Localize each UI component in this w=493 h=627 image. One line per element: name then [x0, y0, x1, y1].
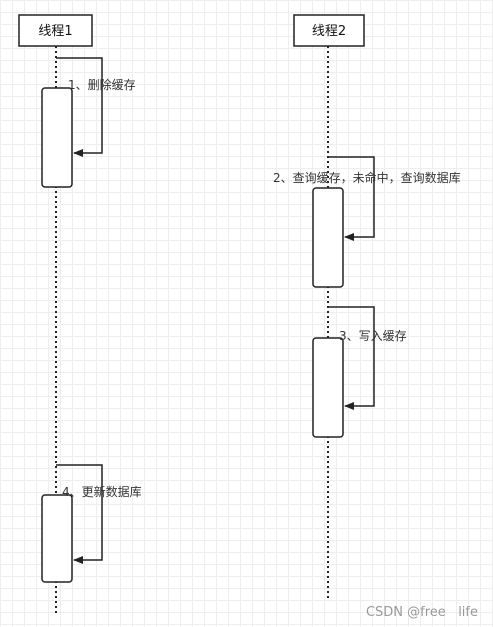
activation-bar-step2 — [312, 187, 344, 288]
activation-bar-step1 — [41, 87, 73, 188]
self-call-arrow-step4 — [56, 464, 103, 564]
participant-thread2: 线程2 — [293, 14, 365, 47]
message-label-step3: 3、写入缓存 — [339, 329, 407, 343]
self-call-arrow-step3 — [328, 306, 375, 410]
self-call-arrow-step2 — [328, 156, 375, 241]
activation-bar-step3 — [312, 337, 344, 438]
participant-thread1-label: 线程1 — [38, 24, 72, 39]
activation-bar-step4 — [41, 494, 73, 583]
self-call-arrow-step1 — [56, 57, 103, 157]
message-label-step2: 2、查询缓存，未命中，查询数据库 — [273, 170, 461, 185]
participant-thread2-label: 线程2 — [312, 24, 346, 39]
watermark: CSDN @free life — [366, 605, 478, 620]
message-label-step1: 1、删除缓存 — [68, 77, 136, 92]
participant-thread1: 线程1 — [18, 14, 93, 47]
message-label-step4: 4、更新数据库 — [62, 484, 142, 499]
